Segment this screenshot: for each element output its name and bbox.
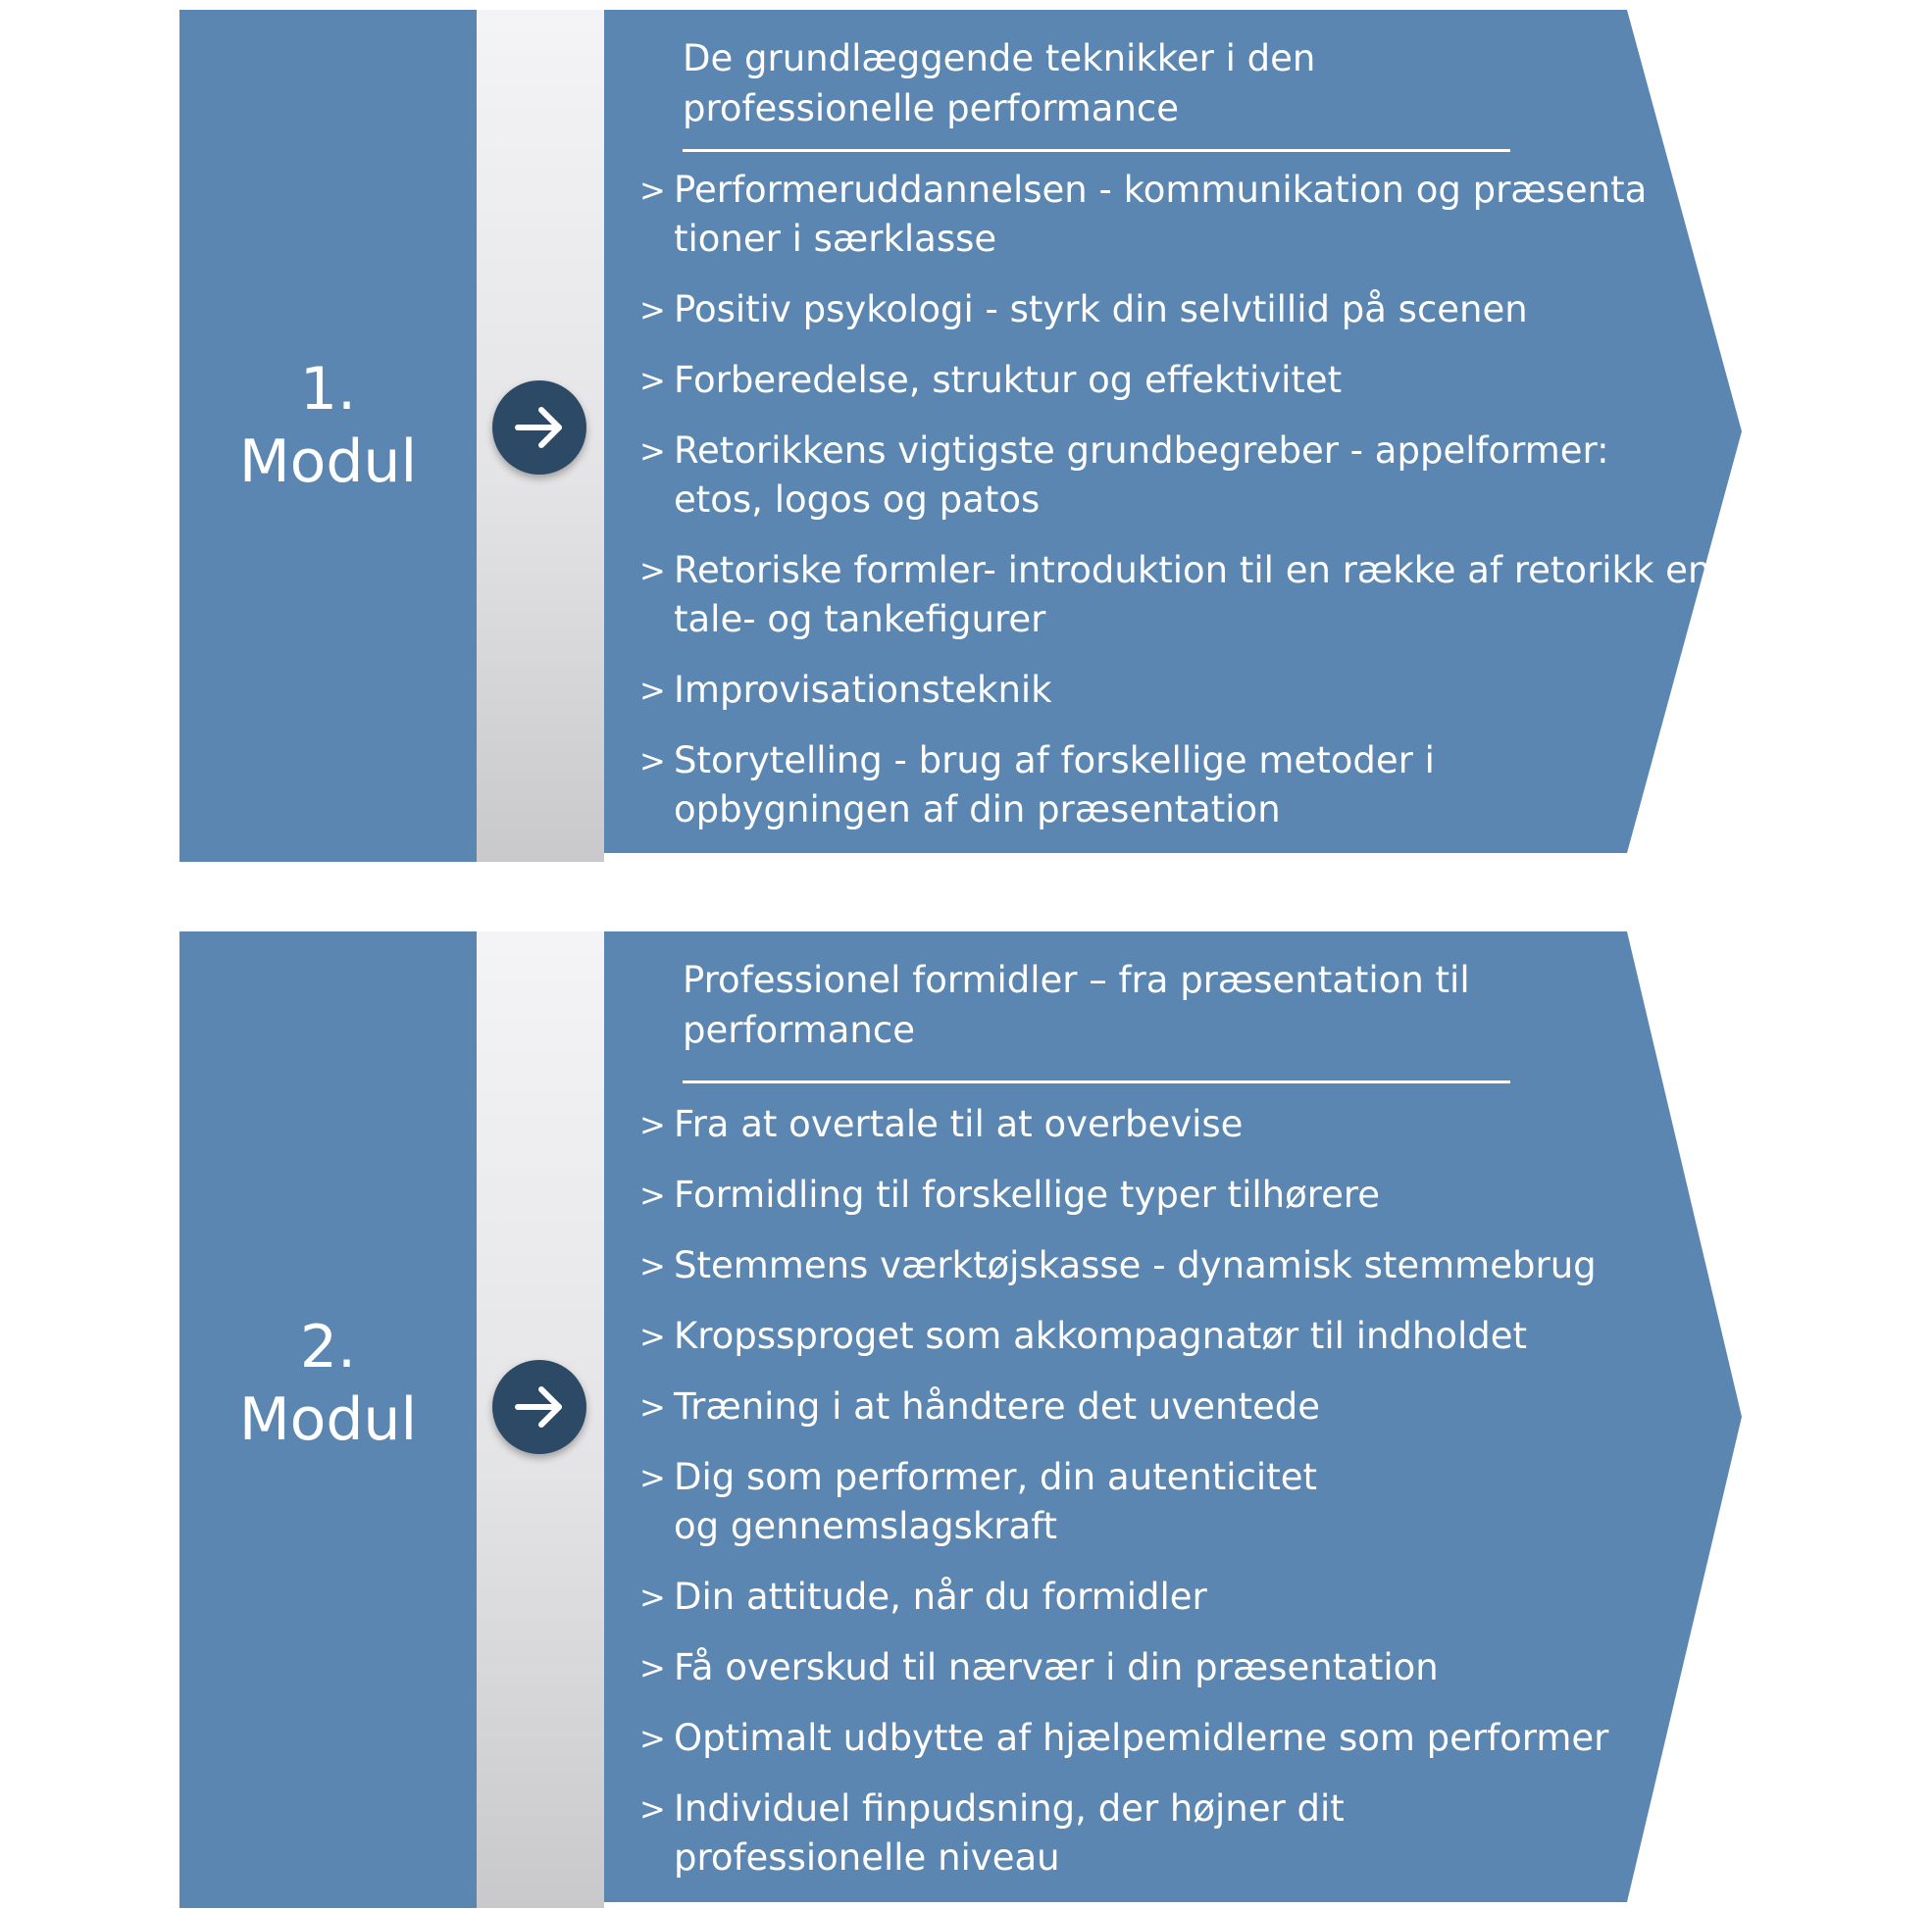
module-2-title: Professionel formidler – fra præsentatio… [683, 959, 1470, 1051]
chevron-right-icon: > [639, 291, 666, 328]
module-1-number: 1. [299, 355, 357, 424]
module-2-list: >Fra at overtale til at overbevise >Form… [639, 1100, 1732, 1904]
module-1-chevron-shape [604, 10, 1742, 853]
list-item: >Kropssproget som akkompagnatør til indh… [639, 1312, 1732, 1361]
module-2-word: Modul [238, 1385, 418, 1454]
list-item: >Individuel finpudsning, der højner dit … [639, 1784, 1419, 1883]
chevron-right-icon: > [639, 1388, 666, 1426]
module-2-title-rule [683, 1080, 1510, 1083]
list-item: >Optimalt udbytte af hjælpemidlerne som … [639, 1714, 1732, 1763]
chevron-right-icon: > [639, 742, 666, 779]
list-item: >Retoriske formler- introduktion til en … [639, 546, 1733, 644]
chevron-right-icon: > [639, 1649, 666, 1686]
module-2-label: 2. Modul [179, 1311, 477, 1456]
list-item: >Positiv psykologi - styrk din selvtilli… [639, 285, 1732, 334]
list-item: >Træning i at håndtere det uventede [639, 1382, 1732, 1432]
chevron-right-icon: > [639, 1720, 666, 1757]
module-1-title-rule [683, 149, 1510, 152]
module-1-arrow-icon [492, 380, 586, 475]
module-1-label: 1. Modul [179, 353, 477, 498]
list-item: >Få overskud til nærvær i din præsentati… [639, 1643, 1732, 1692]
list-item: >Stemmens værktøjskasse - dynamisk stemm… [639, 1241, 1732, 1290]
chevron-right-icon: > [639, 172, 666, 209]
module-2-content: Professionel formidler – fra præsentatio… [604, 931, 1732, 1908]
chevron-right-icon: > [639, 1247, 666, 1284]
module-1-word: Modul [238, 427, 418, 496]
module-1-title: De grundlæggende teknikker i den profess… [683, 37, 1316, 129]
module-2: 2. Modul Professionel formidler – fra pr… [0, 922, 1932, 1909]
list-item: >Fra at overtale til at overbevise [639, 1100, 1732, 1149]
chevron-right-icon: > [639, 1177, 666, 1214]
list-item: >Dig som performer, din autenticitet og … [639, 1453, 1360, 1551]
module-2-number: 2. [299, 1313, 357, 1382]
module-1-content: De grundlæggende teknikker i den profess… [604, 10, 1732, 862]
chevron-right-icon: > [639, 1318, 666, 1355]
module-1-label-panel: 1. Modul [179, 10, 477, 862]
module-1: 1. Modul De grundlæggende teknikker i de… [0, 0, 1932, 863]
module-1-list: >Performeruddannelsen - kommunikation og… [639, 166, 1732, 856]
list-item: >Storytelling - brug af forskellige meto… [639, 736, 1556, 834]
list-item: >Performeruddannelsen - kommunikation og… [639, 166, 1703, 264]
list-item: >Forberedelse, struktur og effektivitet [639, 356, 1732, 405]
chevron-right-icon: > [639, 672, 666, 709]
chevron-right-icon: > [639, 1459, 666, 1496]
chevron-right-icon: > [639, 1790, 666, 1828]
list-item: >Din attitude, når du formidler [639, 1573, 1732, 1622]
chevron-right-icon: > [639, 1579, 666, 1616]
module-2-chevron-shape [604, 931, 1742, 1902]
list-item: >Retorikkens vigtigste grundbegreber - a… [639, 427, 1664, 525]
module-2-label-panel: 2. Modul [179, 931, 477, 1908]
chevron-right-icon: > [639, 552, 666, 589]
list-item: >Formidling til forskellige typer tilhør… [639, 1171, 1732, 1220]
module-2-arrow-icon [492, 1360, 586, 1454]
chevron-right-icon: > [639, 362, 666, 399]
chevron-right-icon: > [639, 432, 666, 470]
chevron-right-icon: > [639, 1106, 666, 1143]
list-item: >Improvisationsteknik [639, 666, 1732, 715]
